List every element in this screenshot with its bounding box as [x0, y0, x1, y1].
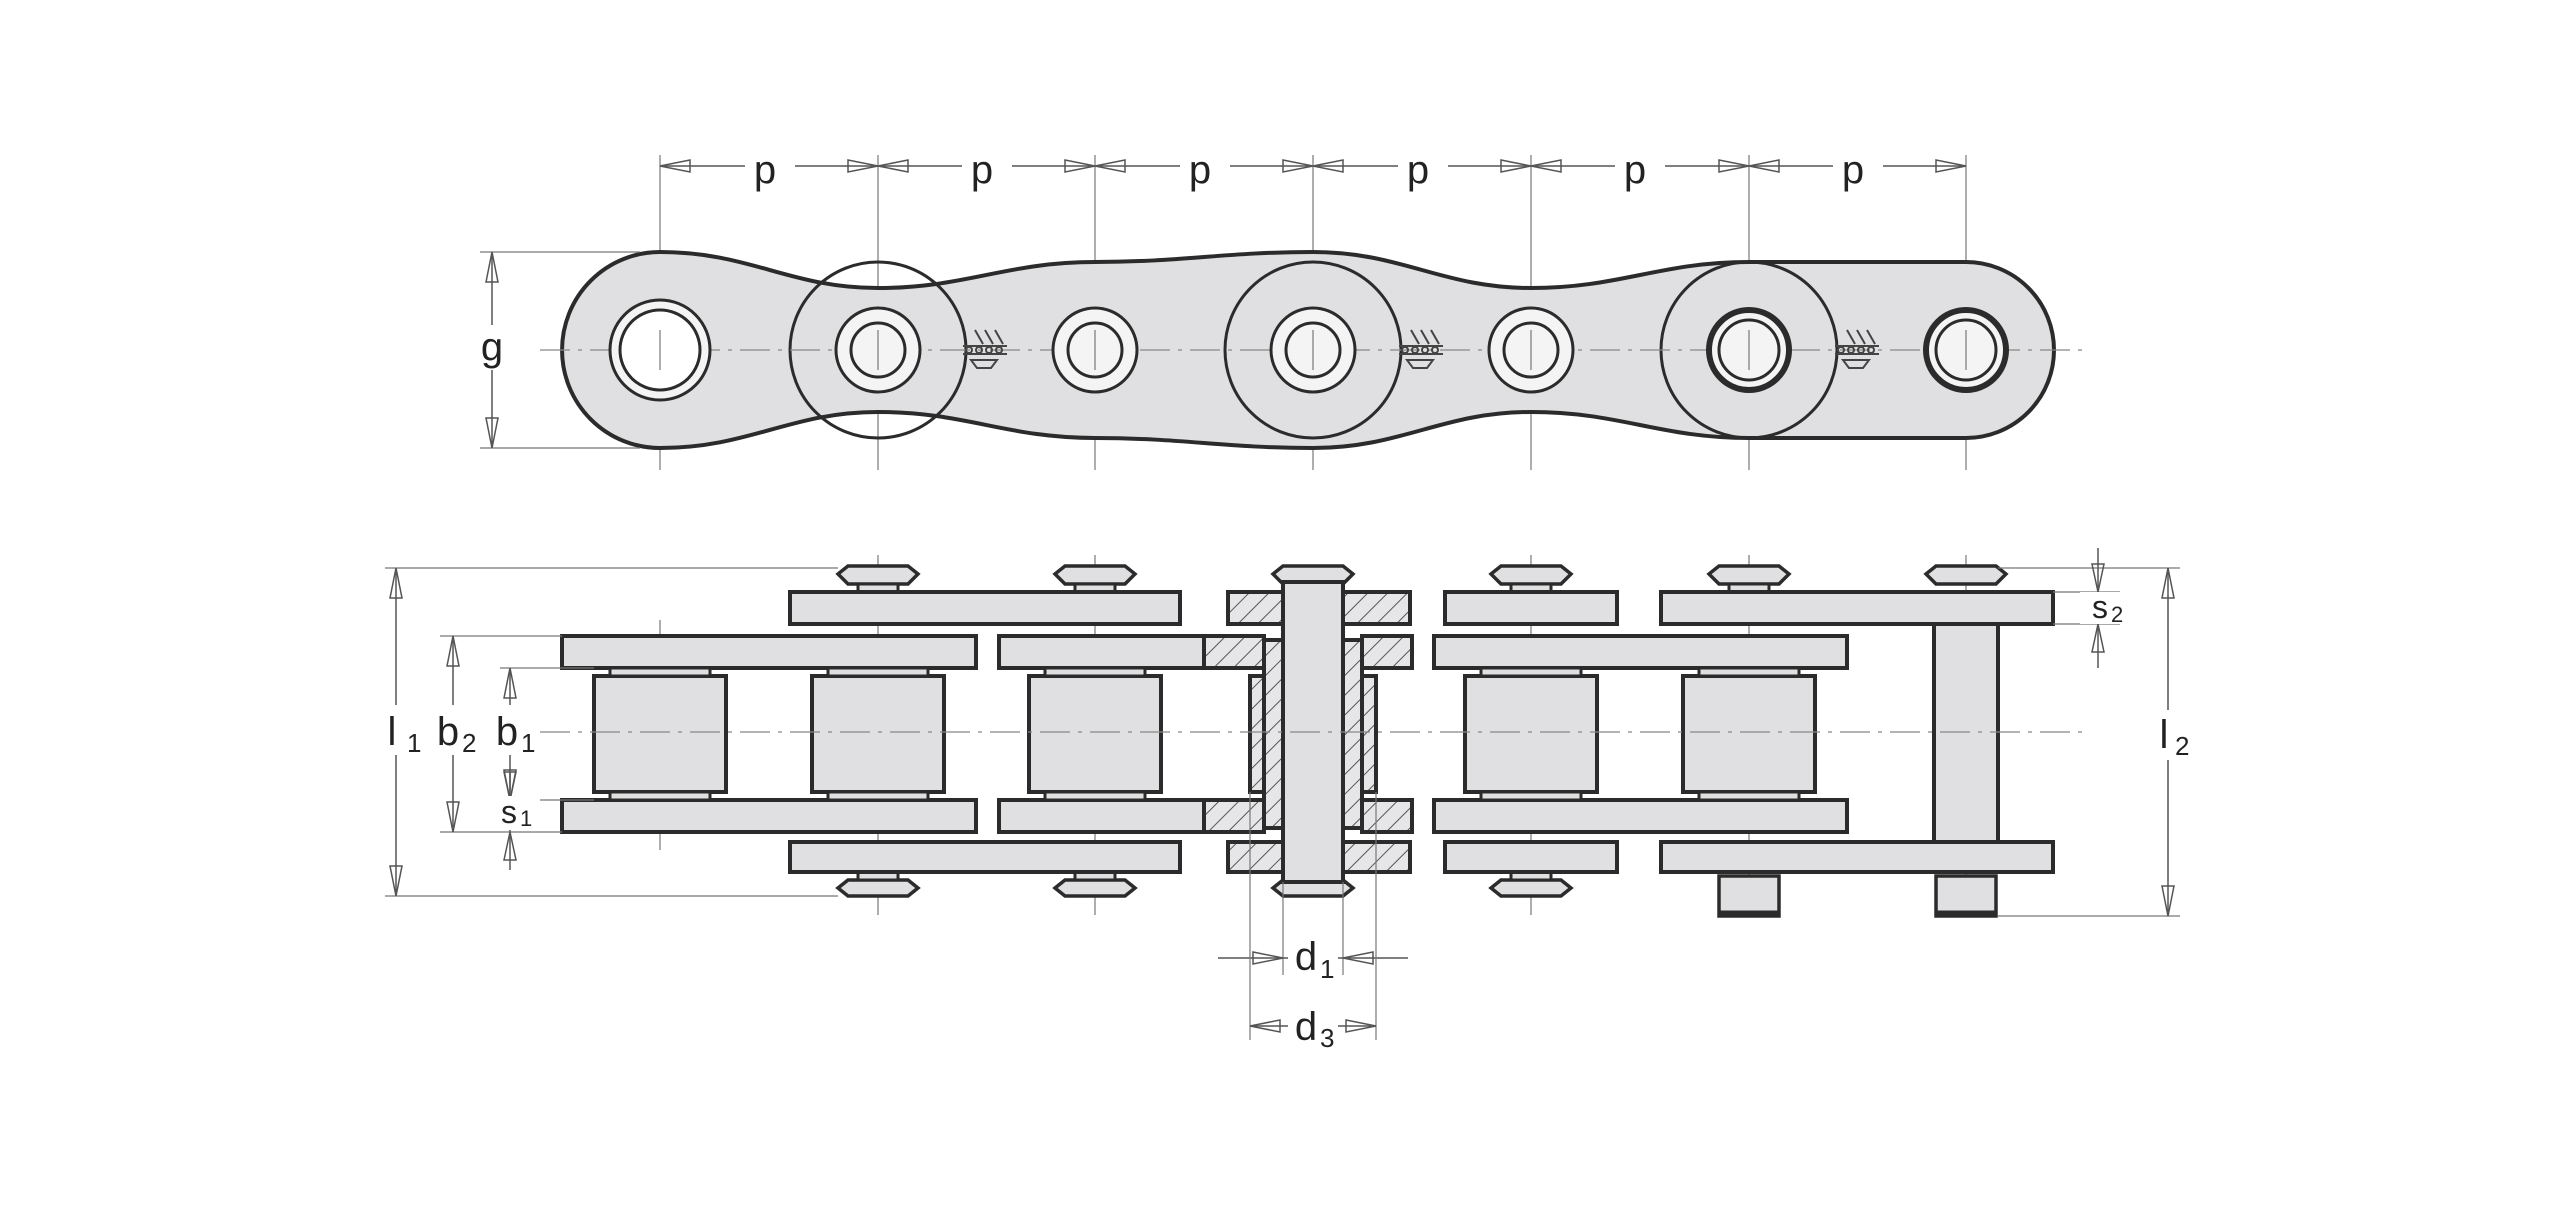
pitch-label-4: p — [1407, 148, 1429, 192]
s1-label: s — [501, 794, 517, 830]
manufacturer-logo-1 — [963, 329, 1007, 369]
height-label-g: g — [481, 325, 503, 369]
dimension-l1: l 1 — [380, 567, 838, 897]
dimension-s2: s 2 — [1998, 548, 2180, 668]
dimension-b1: b 1 — [492, 667, 594, 801]
pitch-label-2: p — [971, 148, 993, 192]
dimension-s1: s 1 — [494, 771, 540, 870]
dimension-b2: b 2 — [432, 635, 562, 833]
l2-subscript: 2 — [2175, 731, 2189, 761]
pitch-label-5: p — [1624, 148, 1646, 192]
b2-subscript: 2 — [462, 728, 476, 758]
outer-plates — [788, 590, 2055, 874]
d3-subscript: 3 — [1320, 1023, 1334, 1053]
b2-label: b — [437, 710, 459, 754]
inner-plates — [560, 634, 1849, 834]
pitch-label-6: p — [1842, 148, 1864, 192]
s2-subscript: 2 — [2111, 602, 2123, 627]
b1-label: b — [496, 710, 518, 754]
d1-subscript: 1 — [1320, 954, 1334, 984]
s2-label: s — [2092, 589, 2108, 625]
s1-subscript: 1 — [520, 806, 532, 831]
dimension-d3: d 3 — [1249, 792, 1377, 1053]
dimension-l2: l 2 — [1998, 567, 2190, 917]
pitch-label-1: p — [754, 148, 776, 192]
b1-subscript: 1 — [521, 728, 535, 758]
chain-side-view: l 1 b 2 b 1 — [380, 548, 2190, 1053]
d3-label: d — [1295, 1005, 1317, 1049]
chain-top-view: p p p p p p — [470, 145, 2090, 470]
end-pin — [1932, 622, 2000, 844]
manufacturer-logo-3 — [1835, 329, 1879, 369]
height-dimension-g: g — [470, 251, 640, 449]
pitch-label-3: p — [1189, 148, 1211, 192]
dimension-d1: d 1 — [1218, 882, 1408, 984]
l1-label: l — [388, 710, 397, 754]
manufacturer-logo-2 — [1399, 329, 1443, 369]
pitch-dimensions: p p p p p p — [659, 145, 1967, 470]
l2-label: l — [2160, 713, 2169, 757]
l1-subscript: 1 — [407, 728, 421, 758]
d1-label: d — [1295, 935, 1317, 979]
rollers — [592, 674, 1817, 794]
